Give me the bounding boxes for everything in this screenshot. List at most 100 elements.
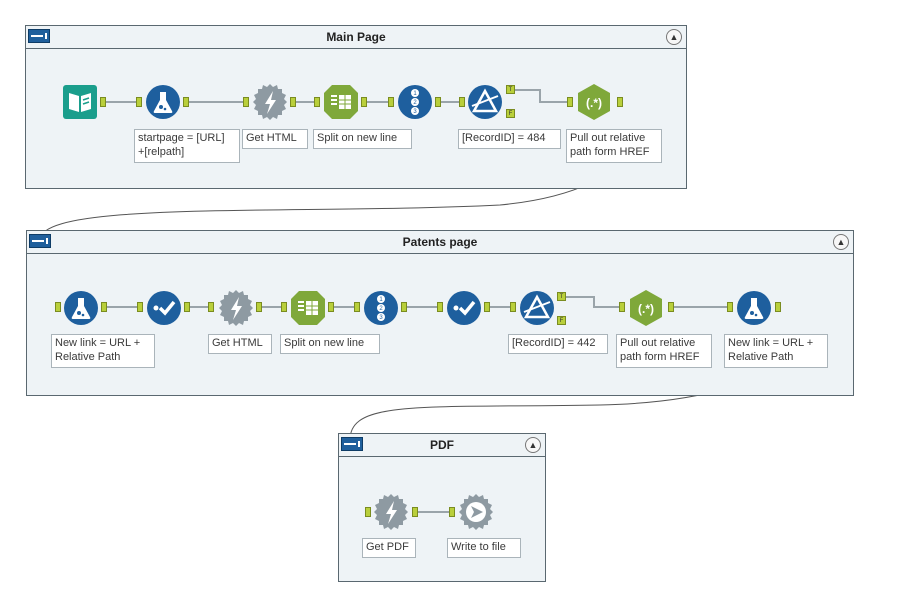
regex-tool[interactable]: (.*) [576, 84, 612, 120]
connector [190, 306, 208, 308]
svg-text:2: 2 [379, 306, 383, 312]
input-port[interactable] [437, 302, 443, 312]
regex-tool[interactable]: (.*) [628, 290, 664, 326]
connector [441, 101, 459, 103]
output-port[interactable] [184, 302, 190, 312]
formula-tool[interactable] [736, 290, 772, 326]
container-icon[interactable] [341, 437, 363, 451]
text-to-columns-tool[interactable] [323, 84, 359, 120]
connector [189, 101, 243, 103]
select-tool[interactable] [446, 290, 482, 326]
input-port[interactable] [55, 302, 61, 312]
connector [539, 101, 567, 103]
download-tool[interactable] [252, 84, 288, 120]
run-command-tool[interactable] [458, 494, 494, 530]
connector [107, 306, 137, 308]
svg-text:(.*): (.*) [586, 96, 602, 110]
filter-tool[interactable] [467, 84, 503, 120]
svg-text:3: 3 [379, 315, 383, 321]
container-header[interactable]: Patents page ▲ [27, 231, 853, 254]
output-port[interactable] [668, 302, 674, 312]
input-port[interactable] [136, 97, 142, 107]
regex-annotation[interactable]: Pull out relative path form HREF [566, 129, 662, 163]
input-port[interactable] [567, 97, 573, 107]
container-icon[interactable] [29, 234, 51, 248]
collapse-icon[interactable]: ▲ [666, 29, 682, 45]
select-tool[interactable] [146, 290, 182, 326]
true-output-port[interactable]: T [506, 85, 515, 94]
run-command-annotation[interactable]: Write to file [447, 538, 521, 558]
container-icon[interactable] [28, 29, 50, 43]
container-header[interactable]: Main Page ▲ [26, 26, 686, 49]
text-input-tool[interactable] [62, 84, 98, 120]
connector [566, 296, 594, 298]
input-port[interactable] [354, 302, 360, 312]
output-port[interactable] [412, 507, 418, 517]
text-to-columns-tool[interactable] [290, 290, 326, 326]
true-output-port[interactable]: T [557, 292, 566, 301]
download-annotation[interactable]: Get HTML [242, 129, 308, 149]
output-port[interactable] [328, 302, 334, 312]
input-port[interactable] [365, 507, 371, 517]
input-port[interactable] [619, 302, 625, 312]
collapse-icon[interactable]: ▲ [525, 437, 541, 453]
container-title: Main Page [326, 30, 386, 44]
output-port[interactable] [435, 97, 441, 107]
collapse-icon[interactable]: ▲ [833, 234, 849, 250]
formula-tool[interactable] [145, 84, 181, 120]
input-port[interactable] [137, 302, 143, 312]
download-annotation[interactable]: Get HTML [208, 334, 272, 354]
connector [296, 101, 314, 103]
filter-tool[interactable] [519, 290, 555, 326]
input-port[interactable] [314, 97, 320, 107]
formula-annotation[interactable]: New link = URL + Relative Path [51, 334, 155, 368]
input-port[interactable] [208, 302, 214, 312]
input-port[interactable] [449, 507, 455, 517]
container-header[interactable]: PDF ▲ [339, 434, 545, 457]
regex-annotation[interactable]: Pull out relative path form HREF [616, 334, 712, 368]
download-tool[interactable] [218, 290, 254, 326]
false-output-port[interactable]: F [506, 109, 515, 118]
input-port[interactable] [510, 302, 516, 312]
connector [334, 306, 354, 308]
formula-annotation[interactable]: startpage = [URL] +[relpath] [134, 129, 240, 163]
download-tool[interactable] [373, 494, 409, 530]
filter-annotation[interactable]: [RecordID] = 442 [508, 334, 608, 354]
filter-annotation[interactable]: [RecordID] = 484 [458, 129, 561, 149]
text-to-columns-annotation[interactable]: Split on new line [280, 334, 380, 354]
connector [407, 306, 437, 308]
connector [515, 89, 539, 91]
output-port[interactable] [361, 97, 367, 107]
svg-text:2: 2 [413, 100, 417, 106]
container-title: PDF [430, 438, 454, 452]
input-port[interactable] [243, 97, 249, 107]
input-port[interactable] [727, 302, 733, 312]
connector [593, 306, 619, 308]
output-port[interactable] [256, 302, 262, 312]
svg-text:(.*): (.*) [638, 302, 654, 316]
input-port[interactable] [388, 97, 394, 107]
output-port[interactable] [775, 302, 781, 312]
output-port[interactable] [401, 302, 407, 312]
input-port[interactable] [281, 302, 287, 312]
formula-annotation[interactable]: New link = URL + Relative Path [724, 334, 828, 368]
false-output-port[interactable]: F [557, 316, 566, 325]
output-port[interactable] [183, 97, 189, 107]
connector [593, 296, 595, 307]
output-port[interactable] [101, 302, 107, 312]
input-port[interactable] [459, 97, 465, 107]
connector [539, 89, 541, 101]
connector [490, 306, 510, 308]
output-port[interactable] [617, 97, 623, 107]
svg-text:3: 3 [413, 109, 417, 115]
output-port[interactable] [100, 97, 106, 107]
output-port[interactable] [484, 302, 490, 312]
formula-tool[interactable] [63, 290, 99, 326]
output-port[interactable] [290, 97, 296, 107]
container-main-page: Main Page ▲ [25, 25, 687, 189]
text-to-columns-annotation[interactable]: Split on new line [313, 129, 412, 149]
connector [262, 306, 281, 308]
download-annotation[interactable]: Get PDF [362, 538, 416, 558]
